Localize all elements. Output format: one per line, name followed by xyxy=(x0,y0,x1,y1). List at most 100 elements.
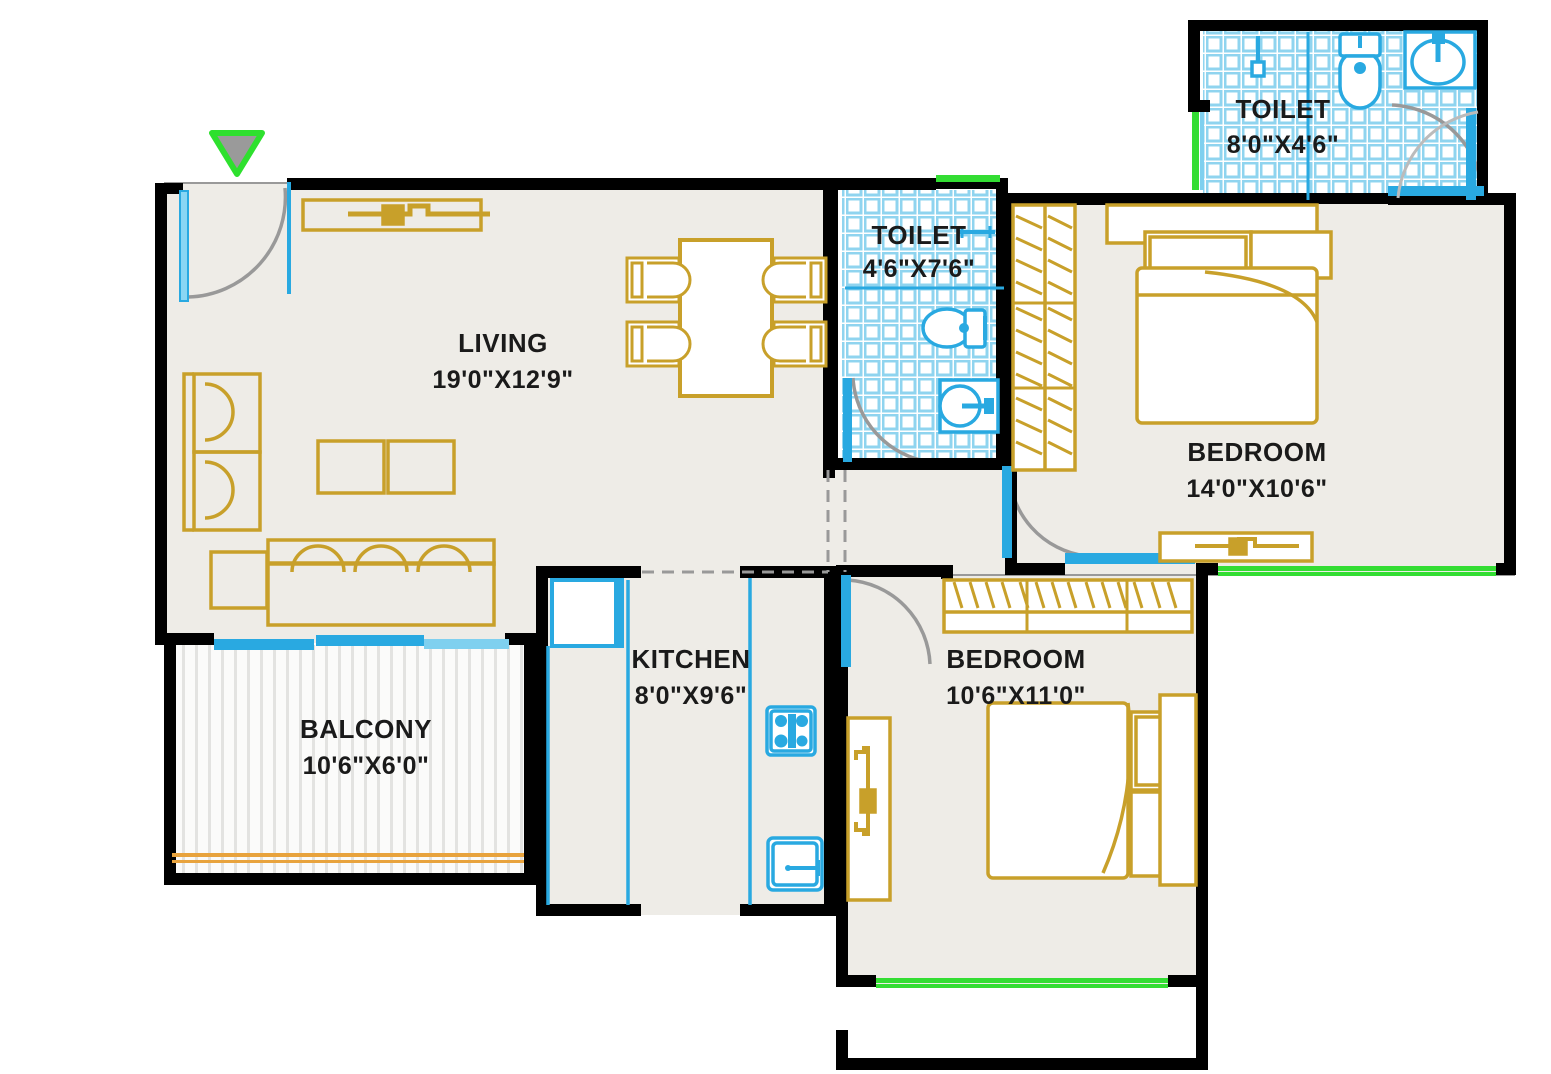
toilet1-wc-flush xyxy=(959,323,969,333)
opening-toilet2-vent xyxy=(1192,112,1199,190)
wall-toilet2-left-stub xyxy=(1188,100,1210,112)
wall-living-top xyxy=(287,178,835,190)
door-toilet2-leaf xyxy=(1466,108,1476,200)
wall-bedroom2-right xyxy=(1196,565,1208,985)
room-label-balcony: BALCONY 10'6"X6'0" xyxy=(300,714,432,780)
room-label-bedroom2: BEDROOM 10'6"X11'0" xyxy=(946,644,1085,710)
wall-jog-bedroom2 xyxy=(941,565,953,579)
dining-table xyxy=(678,238,774,398)
wall-bedroom1-top-left xyxy=(1005,193,1200,205)
bed1-dresser-handle xyxy=(1228,537,1248,556)
kitchen-fixtures xyxy=(546,578,824,905)
wall-balcony-left xyxy=(164,645,176,885)
wall-living-bottom-left xyxy=(164,633,214,645)
door-bedroom1-leaf xyxy=(1002,466,1012,558)
bed2-mattress xyxy=(986,701,1130,880)
wall-bedroom1-bottom-left xyxy=(1005,563,1065,575)
kitchen-sink-basin xyxy=(771,841,819,887)
opening-toilet1-vent xyxy=(936,175,1000,182)
wall-toilet2-top xyxy=(1188,20,1488,31)
walls xyxy=(155,20,1516,1070)
window-living-bottom-3 xyxy=(424,639,509,649)
window-living-bottom-2 xyxy=(316,635,424,646)
window-bedroom1-left xyxy=(1065,553,1195,564)
living-dim: 19'0"X12'9" xyxy=(432,366,573,394)
toilet2-wet-area-arc xyxy=(1396,110,1479,199)
toilet1-rail-ends xyxy=(960,226,992,238)
room-label-toilet1: TOILET 4'6"X7'6" xyxy=(863,220,975,283)
wall-bedroom2-outer-bottom xyxy=(836,1058,1208,1070)
window-kitchen xyxy=(550,578,624,648)
room-label-bedroom1: BEDROOM 14'0"X10'6" xyxy=(1186,437,1327,503)
room-label-toilet2: TOILET 8'0"X4'6" xyxy=(1227,94,1339,159)
toilet1-dim: 4'6"X7'6" xyxy=(863,255,975,283)
wardrobe-bed1-hatch xyxy=(1013,214,1075,456)
bed2-headboard xyxy=(1158,693,1198,887)
door-bedroom2-leaf xyxy=(841,575,851,667)
main-entry-door-swing xyxy=(187,187,288,299)
living-name: LIVING xyxy=(458,328,548,358)
sofa-long-cushion-1 xyxy=(290,544,346,573)
sink-drain xyxy=(785,865,791,871)
bed1-mattress xyxy=(1135,266,1319,425)
dashed-partition xyxy=(642,470,847,574)
toilet1-fixtures xyxy=(845,226,1004,434)
wall-living-left xyxy=(155,183,167,645)
window-kitchen-sash xyxy=(614,580,624,646)
window-bedroom2-bottom-2 xyxy=(876,984,1168,988)
room-label-kitchen: KITCHEN 8'0"X9'6" xyxy=(631,644,750,710)
wall-bedroom1-right xyxy=(1504,193,1516,575)
bedroom1-dim: 14'0"X10'6" xyxy=(1186,475,1327,503)
sofa-cushion-2 xyxy=(204,460,235,520)
sofa-cushion-1 xyxy=(204,382,235,442)
burner-1 xyxy=(775,715,787,727)
wall-bedroom2-bottom-left xyxy=(836,975,876,987)
balcony-name: BALCONY xyxy=(300,714,432,744)
wall-toilet2-bottom-left xyxy=(1198,193,1398,204)
toilet2-fixtures xyxy=(1250,30,1479,200)
passage-floor xyxy=(834,460,1006,575)
window-living-left-inner xyxy=(181,192,187,300)
burner-3 xyxy=(774,734,788,748)
stove-grate xyxy=(788,714,796,748)
burner-4 xyxy=(796,735,808,747)
sofa-back xyxy=(182,372,194,532)
coffee-table-right xyxy=(386,439,456,495)
window-bedroom2-bottom xyxy=(876,978,1168,983)
balcony-rail-2 xyxy=(172,860,524,863)
window-living-bottom-1 xyxy=(214,639,314,650)
wall-kitchen-bottom-right xyxy=(740,904,836,916)
window-bedroom1-bottom xyxy=(1218,566,1496,571)
bed2-tv-body xyxy=(859,788,877,814)
wall-balcony-bottom xyxy=(164,873,536,885)
toilet1-name: TOILET xyxy=(872,220,967,250)
tv-unit-body xyxy=(381,204,405,226)
wall-toilet2-right xyxy=(1477,20,1488,203)
kitchen-name: KITCHEN xyxy=(631,644,750,674)
wall-bedroom2-right-tail xyxy=(1196,975,1208,1070)
room-label-living: LIVING 19'0"X12'9" xyxy=(432,328,573,394)
toilet1-basin-tap-head xyxy=(984,398,994,414)
burner-2 xyxy=(796,715,808,727)
bedroom1-name: BEDROOM xyxy=(1187,437,1326,467)
wall-toilet1-top-right xyxy=(936,178,1008,189)
wall-bedroom2-top-left xyxy=(836,565,941,577)
wall-toilet1-bottom xyxy=(826,458,1008,470)
bedroom2-furniture xyxy=(846,578,1198,902)
balcony-dim: 10'6"X6'0" xyxy=(303,752,430,780)
entry-direction-arrow xyxy=(209,130,265,177)
side-table-left xyxy=(209,550,269,610)
bed1-blanket-curve xyxy=(1204,270,1319,323)
wall-living-top-left-stub xyxy=(155,183,183,194)
wall-kitchen-left xyxy=(536,566,548,916)
wall-toilet1-top-left xyxy=(826,178,936,190)
toilet2-name: TOILET xyxy=(1236,94,1331,124)
room-labels: LIVING 19'0"X12'9" BALCONY 10'6"X6'0" KI… xyxy=(300,94,1339,780)
wall-balcony-right xyxy=(524,645,536,885)
toilet2-dim: 8'0"X4'6" xyxy=(1227,131,1339,159)
toilet2-basin-tap-head xyxy=(1432,32,1445,44)
wall-bedroom1-bottom-right xyxy=(1496,563,1516,575)
bedroom2-name: BEDROOM xyxy=(946,644,1085,674)
opening-toilet2-vent-inner xyxy=(1200,112,1204,190)
